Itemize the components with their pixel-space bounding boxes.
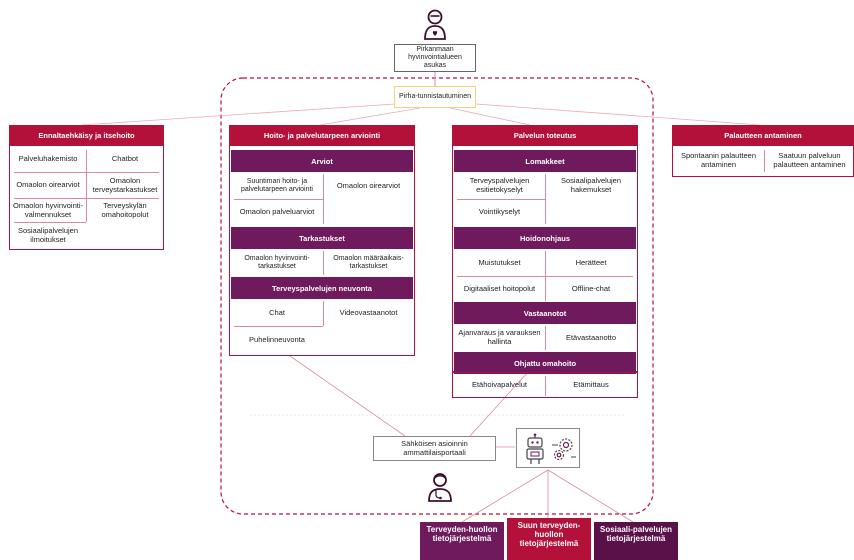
left-panel-header: Ennaltaehkäisy ja itsehoito: [9, 125, 164, 145]
lomakkeet-item-vointikyselyt[interactable]: Vointikyselyt: [478, 207, 521, 217]
portal-label: Sähköisen asioinnin ammattilaisportaali: [401, 438, 468, 457]
neuvonta-item-video[interactable]: Videovastaanotot: [339, 308, 398, 318]
line-auth-toteutus: [449, 107, 531, 126]
resident-icon: [422, 8, 448, 40]
hoidonohjaus-item-offline-chat[interactable]: Offline-chat: [571, 283, 611, 293]
tarkastukset-item-maaraaikais[interactable]: Omaolon määräaikais-tarkastukset: [333, 254, 404, 270]
neuvonta-header: Terveyspalvelujen neuvonta: [231, 277, 413, 299]
left-item-terveystarkastukset[interactable]: Omaolon terveystarkastukset: [92, 175, 158, 194]
hoito-box: [229, 145, 415, 356]
line-auth-hoito: [319, 107, 421, 126]
ohjattu-item-etahoivapalvelut[interactable]: Etähoivapalvelut: [471, 380, 528, 390]
system-suun-terveydenhuolto[interactable]: Suun terveyden-huollon tietojärjestelmä: [507, 518, 591, 560]
arviot-item-suuntima[interactable]: Suuntiman hoito- ja palvelutarpeen arvio…: [241, 177, 313, 193]
line-toteutus-portal: [469, 371, 529, 437]
vastaanotot-item-etavastaanotto[interactable]: Etävastaanotto: [565, 332, 617, 342]
arviot-item-palveluarviot[interactable]: Omaolon palveluarviot: [239, 207, 315, 217]
vastaanotot-header: Vastaanotot: [454, 302, 636, 324]
left-item-chatbot[interactable]: Chatbot: [111, 154, 139, 164]
hoidonohjaus-item-heratteet[interactable]: Herätteet: [575, 257, 607, 267]
professional-icon: [427, 472, 453, 502]
vastaanotot-item-ajanvaraus[interactable]: Ajanvaraus ja varauksen hallinta: [458, 328, 541, 346]
hoito-header: Hoito- ja palvelutarpeen arviointi: [229, 125, 415, 145]
system-sosiaalipalvelut[interactable]: Sosiaali-palvelujen tietojärjestelmä: [594, 522, 678, 560]
robot-icon: [523, 433, 547, 465]
auth-box: Pirha-tunnistautuminen: [394, 86, 476, 108]
ohjattu-item-etamittaus[interactable]: Etämittaus: [573, 380, 609, 390]
tarkastukset-item-hyvinvointi[interactable]: Omaolon hyvinvointi-tarkastukset: [244, 254, 310, 270]
tarkastukset-header: Tarkastukset: [231, 227, 413, 249]
lomakkeet-header: Lomakkeet: [454, 150, 636, 172]
gears-icon: [551, 435, 577, 463]
right-item-saatuun[interactable]: Saatuun palveluun palautteen antaminen: [773, 151, 846, 169]
right-item-spontaani[interactable]: Spontaanin palautteen antaminen: [680, 151, 757, 169]
right-panel-header: Palautteen antaminen: [672, 125, 854, 145]
left-panel-box: [9, 145, 164, 250]
hoidonohjaus-header: Hoidonohjaus: [454, 227, 636, 249]
left-item-hyvinvointivalmennukset[interactable]: Omaolon hyvinvointi-valmennukset: [12, 200, 84, 219]
line-robot-sys1: [461, 469, 549, 523]
left-item-palveluhakemisto[interactable]: Palveluhakemisto: [18, 154, 78, 164]
neuvonta-item-puhelin[interactable]: Puhelinneuvonta: [249, 335, 305, 345]
toteutus-header: Palvelun toteutus: [452, 125, 638, 145]
arviot-item-oirearviot[interactable]: Omaolon oirearviot: [336, 180, 401, 190]
lomakkeet-item-esitietokyselyt[interactable]: Terveyspalvelujen esitietokyselyt: [469, 176, 530, 194]
line-robot-sys3: [547, 469, 634, 523]
line-auth-left: [81, 103, 396, 126]
hoidonohjaus-item-muistutukset[interactable]: Muistutukset: [478, 257, 521, 267]
professional-portal-box[interactable]: Sähköisen asioinnin ammattilaisportaali: [373, 436, 496, 461]
resident-label: Pirkanmaan hyvinvointialueen asukas: [408, 45, 462, 70]
left-item-oirearviot[interactable]: Omaolon oirearviot: [16, 180, 80, 190]
ohjattu-header: Ohjattu omahoito: [454, 352, 636, 374]
line-auth-right: [475, 103, 761, 126]
ohjattu-box: [452, 372, 638, 398]
lomakkeet-item-hakemukset[interactable]: Sosiaalipalvelujen hakemukset: [560, 176, 622, 194]
automation-box: [516, 428, 580, 468]
left-item-omahoitopolut[interactable]: Terveyskylän omahoitopolut: [101, 200, 149, 219]
hoidonohjaus-item-hoitopolut[interactable]: Digitaaliset hoitopolut: [463, 283, 536, 293]
left-item-ilmoitukset[interactable]: Sosiaalipalvelujen ilmoitukset: [17, 226, 79, 244]
auth-label: Pirha-tunnistautuminen: [399, 92, 471, 100]
system-terveydenhuolto[interactable]: Terveyden-huollon tietojärjestelmä: [420, 522, 504, 560]
resident-box: Pirkanmaan hyvinvointialueen asukas: [394, 44, 476, 72]
line-hoito-portal: [289, 355, 406, 437]
arviot-header: Arviot: [231, 150, 413, 172]
professional-area-frame: [220, 77, 654, 515]
neuvonta-item-chat[interactable]: Chat: [269, 308, 285, 318]
